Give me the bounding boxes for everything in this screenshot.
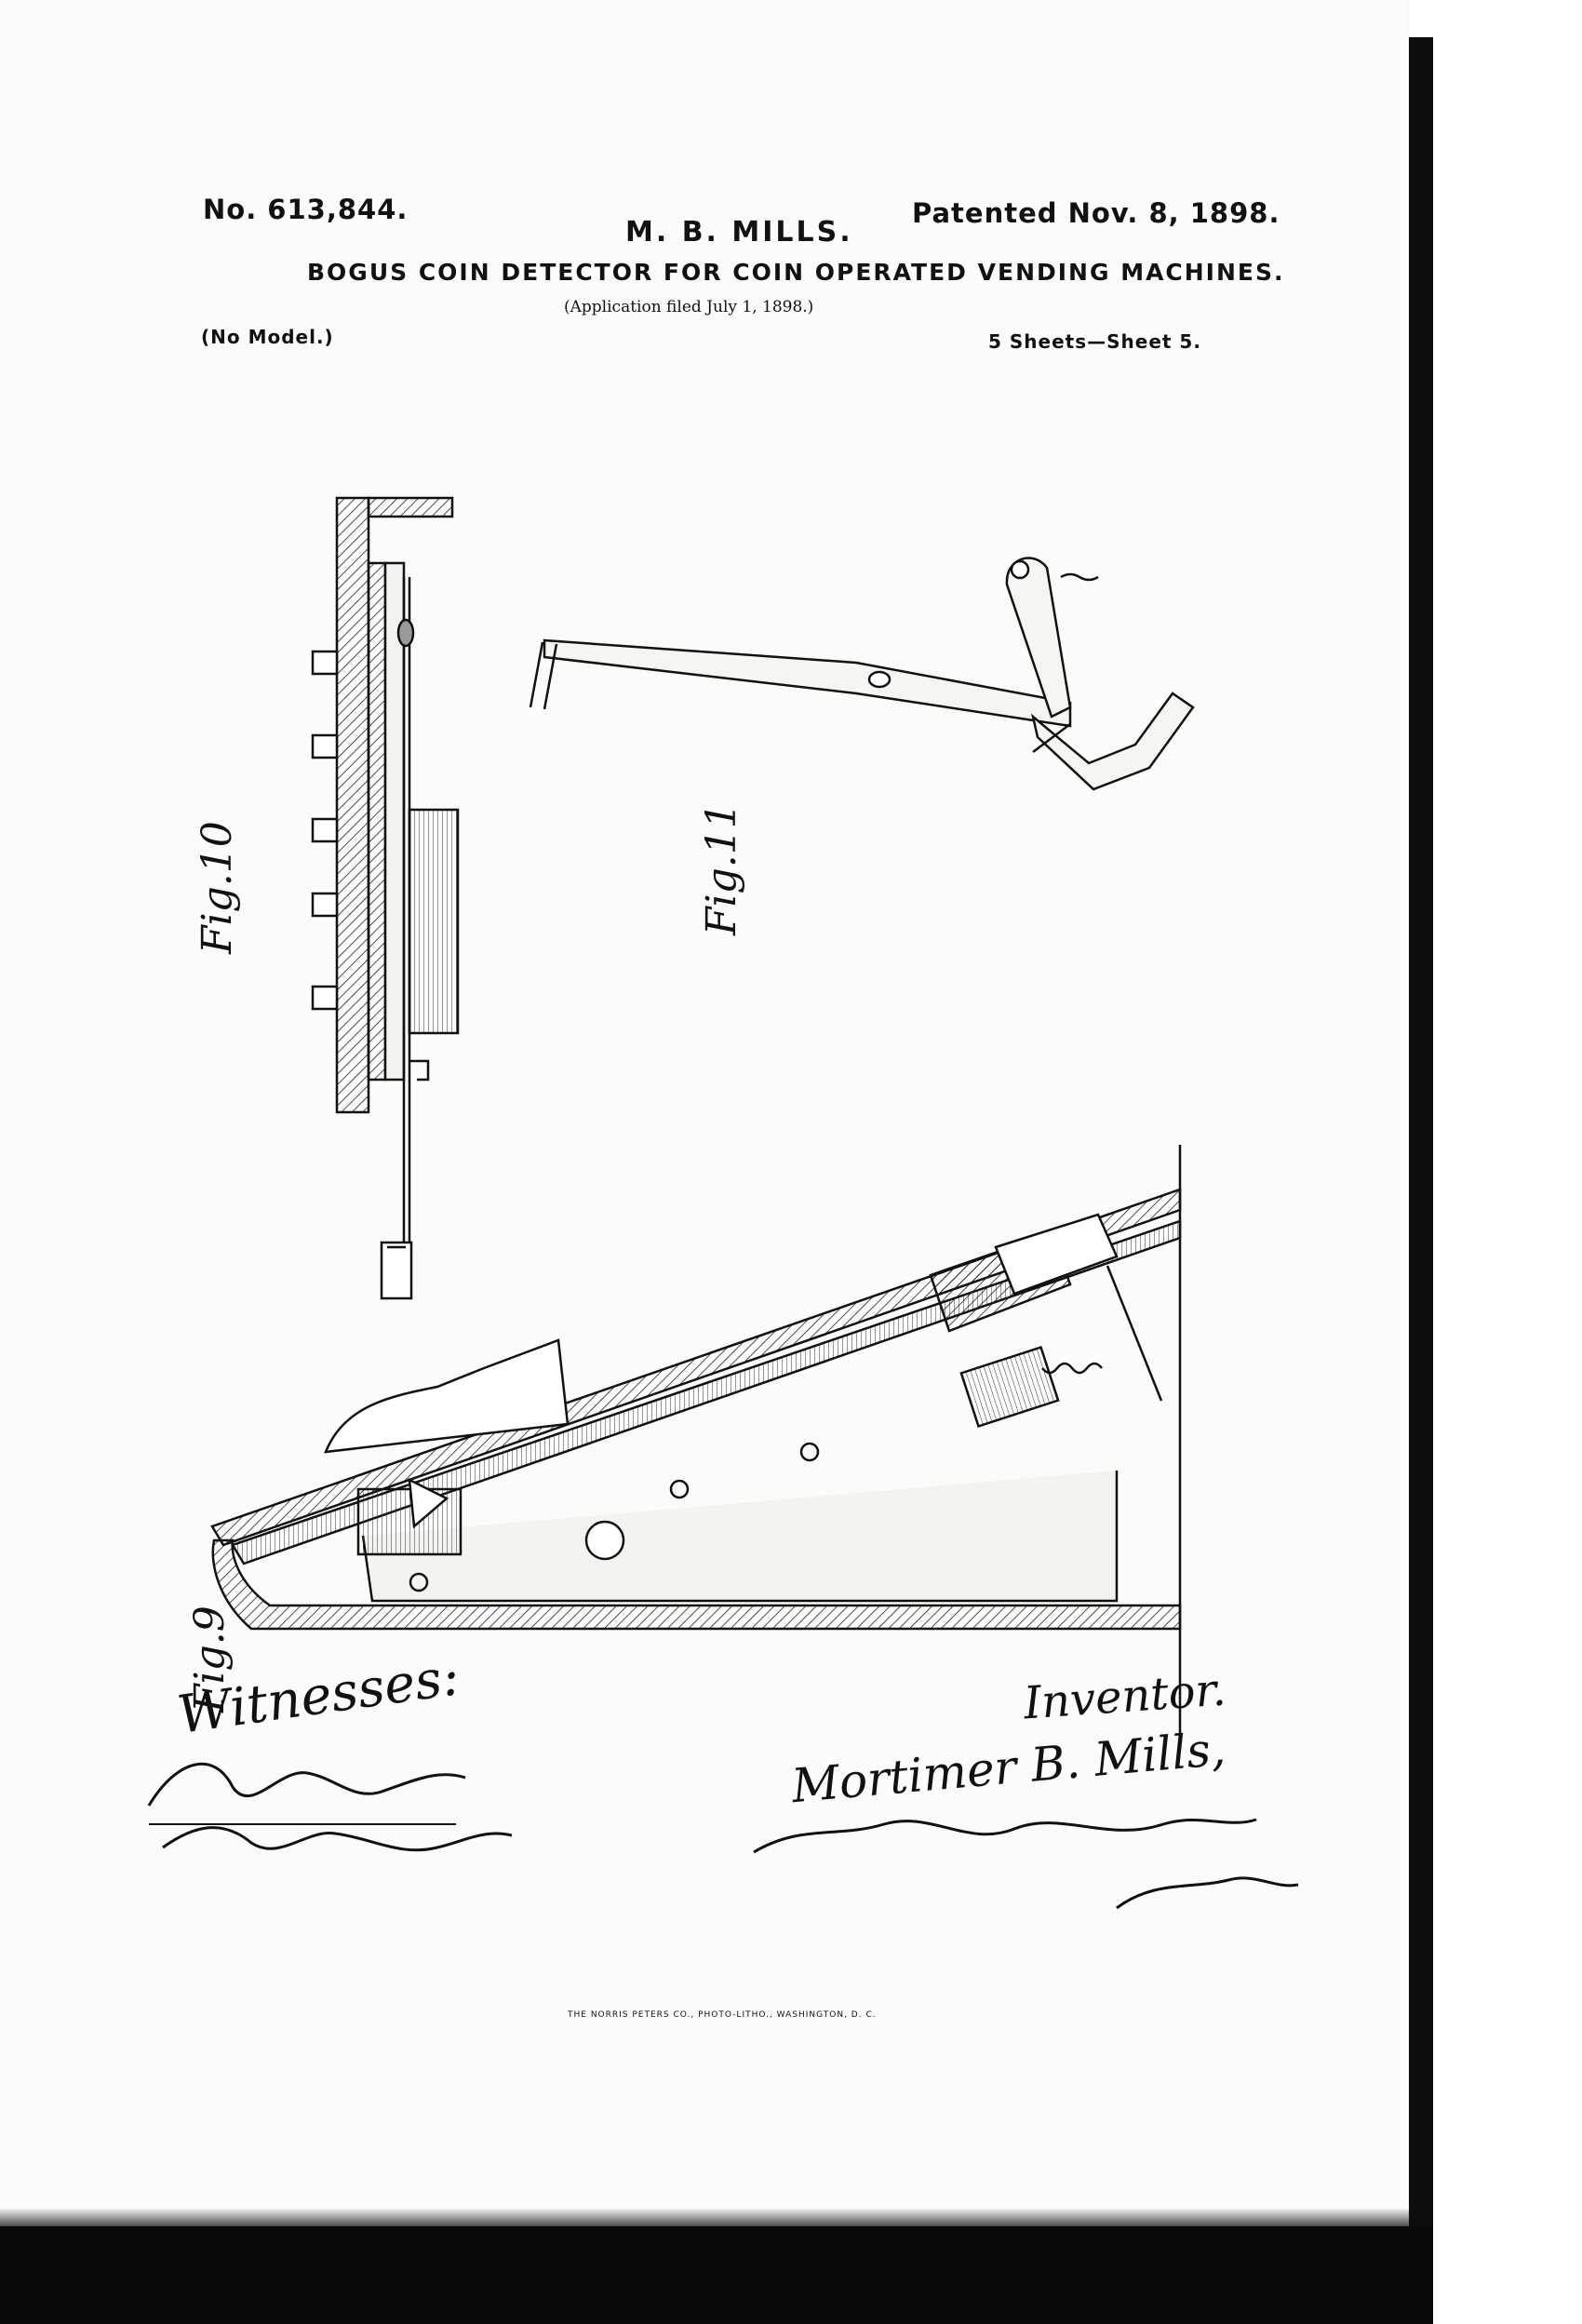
figure-11-drawing bbox=[529, 557, 1195, 791]
inventor-short-name: M. B. MILLS. bbox=[625, 216, 853, 249]
figure-10-drawing bbox=[311, 496, 460, 1300]
figure-11-labels: Fig.11 bbox=[698, 802, 745, 936]
application-note: (Application filed July 1, 1898.) bbox=[564, 298, 814, 316]
figure-10-labels: Fig.10 bbox=[194, 821, 241, 955]
witness-signatures bbox=[147, 1762, 513, 1852]
figure-11-label: Fig.11 bbox=[698, 802, 745, 936]
patent-title: BOGUS COIN DETECTOR FOR COIN OPERATED VE… bbox=[307, 259, 1285, 286]
printer-credit: THE NORRIS PETERS CO., PHOTO-LITHO., WAS… bbox=[568, 2010, 877, 2020]
figure-10-label: Fig.10 bbox=[194, 821, 241, 955]
scan-border-bottom bbox=[0, 2226, 1433, 2324]
scan-edge-shadow bbox=[0, 2208, 1414, 2228]
attorney-signature bbox=[753, 1818, 1299, 1910]
scan-border-right bbox=[1409, 37, 1433, 2299]
figure-9-label: Fig.9 bbox=[186, 1605, 234, 1713]
patent-sheet bbox=[0, 0, 1409, 2271]
patent-date: Patented Nov. 8, 1898. bbox=[912, 197, 1280, 229]
sheet-count: 5 Sheets—Sheet 5. bbox=[988, 330, 1201, 353]
figure-9-drawing bbox=[210, 1145, 1182, 1740]
figure-9-labels: Fig.9 bbox=[186, 1605, 234, 1713]
patent-number: No. 613,844. bbox=[203, 194, 409, 225]
model-note: (No Model.) bbox=[201, 326, 334, 348]
